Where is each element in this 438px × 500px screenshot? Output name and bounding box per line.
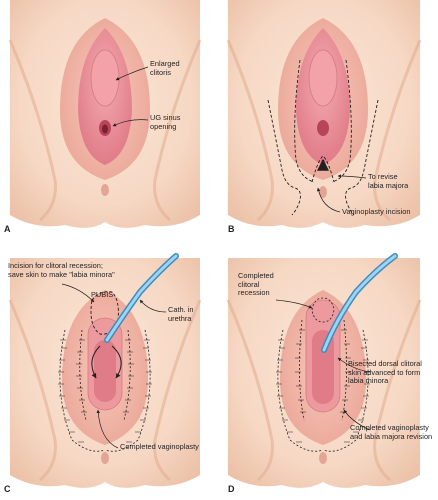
label-completed-vaginoplasty: Completed vaginoplasty [120, 442, 199, 451]
panel-c [8, 253, 202, 488]
leader-vaginoplasty-incision [316, 187, 341, 213]
leader-incision-recession [61, 283, 95, 303]
leader-bisected-skin [337, 357, 371, 373]
thigh-shadow-left-a [8, 39, 57, 222]
label-bisected-dorsal-skin: Bisected dorsal clitoral skin advanced t… [348, 359, 422, 386]
enlarged-clitoris-shape [90, 49, 120, 107]
leader-vaginoplasty-revision [343, 409, 371, 431]
suture-line-innerleft-d [299, 319, 305, 421]
suture-line-right-d [322, 329, 369, 452]
label-cath-in-urethra: Cath. in urethra [168, 305, 194, 323]
thigh-shadow-left-d [226, 299, 274, 482]
thigh-shadow-right-b [373, 39, 422, 222]
leader-revise-labia [337, 174, 367, 179]
clitoris-b [308, 49, 338, 107]
recession-circle-d [311, 297, 335, 323]
anus-c [101, 452, 109, 464]
stitch-crosses-d [276, 329, 370, 443]
label-completed-vaginoplasty-labia: Completed vaginoplasty and labia majora … [350, 423, 433, 441]
neo-vagina-inner-d [312, 330, 334, 404]
panel-b [226, 0, 422, 228]
thigh-shadow-right-c [153, 299, 202, 482]
thigh-shadow-right-a [153, 39, 202, 222]
leader-ug-sinus [112, 119, 149, 127]
label-revise-labia-majora: To revise labia majora [368, 172, 409, 190]
anus-b [319, 186, 327, 198]
curved-arrow-left-c [91, 345, 101, 379]
ug-sinus-b [317, 120, 329, 136]
suture-line-left-d [277, 329, 324, 452]
label-incision-clitoral-recession: Incision for clitoral recession; save sk… [8, 261, 115, 279]
panel-letter-a: A [4, 224, 11, 234]
neo-vagina-inner-c [94, 340, 116, 402]
anus-d [319, 452, 327, 464]
ug-sinus-inner [102, 124, 108, 134]
leader-completed-recession [275, 299, 313, 309]
omega-flap [311, 155, 335, 183]
panel-d [226, 253, 422, 488]
anus-a [101, 184, 109, 196]
leader-cath [139, 299, 167, 313]
label-completed-clitoral-recession: Completed clitoral recession [238, 271, 274, 298]
catheter-highlight-c [105, 254, 178, 342]
curved-arrow-right-c [111, 345, 122, 379]
leader-enlarged-clitoris [115, 66, 149, 81]
label-pubis: PUBIS [91, 290, 114, 299]
panel-letter-c: C [4, 484, 11, 494]
thigh-shadow-left-b [226, 39, 274, 222]
label-vaginoplasty-incision: Vaginoplasty incision [342, 207, 411, 216]
panel-letter-b: B [228, 224, 235, 234]
thigh-shadow-right-d [373, 299, 422, 482]
suture-line-right-c [104, 329, 151, 452]
label-enlarged-clitoris: Enlarged clitoris [150, 59, 180, 77]
suture-line-innerright-d [341, 319, 347, 421]
dashed-incision-inner-left [294, 59, 315, 183]
label-ug-sinus-opening: UG sinus opening [150, 113, 181, 131]
panel-a [8, 0, 202, 228]
thigh-shadow-left-c [8, 299, 57, 482]
catheter-highlight-d [322, 254, 397, 352]
panel-letter-d: D [228, 484, 235, 494]
suture-line-left-c [59, 329, 106, 452]
leader-completed-vaginoplasty [96, 409, 119, 449]
stitch-crosses-c [58, 339, 152, 443]
